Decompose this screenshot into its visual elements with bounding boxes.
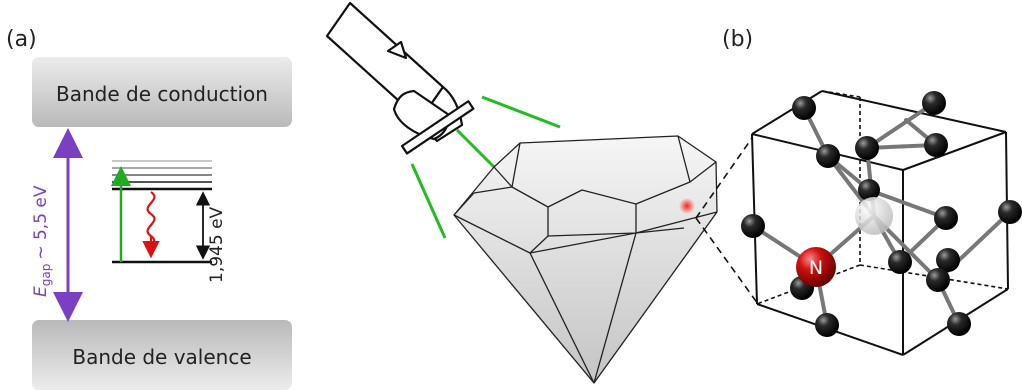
lattice-atoms: N — [741, 91, 1022, 337]
nv-energy-levels — [112, 161, 212, 262]
panel-label-b: (b) — [722, 27, 753, 52]
carbon-atom — [924, 133, 948, 157]
valence-band-label: Bande de valence — [72, 345, 251, 369]
nitrogen-label: N — [809, 257, 823, 279]
conduction-band-label: Bande de conduction — [56, 82, 268, 106]
gap-label: Egap ~ 5,5 eV — [31, 185, 53, 297]
carbon-atom — [926, 268, 950, 292]
carbon-atom — [815, 313, 839, 337]
gap-symbol: E — [31, 286, 51, 297]
nv-spot — [679, 198, 695, 214]
carbon-atom — [816, 144, 840, 168]
carbon-atom — [792, 96, 816, 120]
carbon-atom — [998, 200, 1022, 224]
carbon-atom — [741, 214, 765, 238]
panel-label-a: (a) — [6, 27, 37, 52]
light-beam-3 — [412, 164, 445, 238]
valence-band: Bande de valence — [32, 320, 292, 390]
transition-energy-label: 1,945 eV — [207, 206, 227, 283]
diamond — [454, 136, 717, 383]
vacancy-site — [855, 197, 893, 235]
carbon-atom — [855, 136, 879, 160]
carbon-atom — [934, 206, 958, 230]
gap-subscript: gap — [39, 264, 53, 287]
flashlight-icon — [327, 3, 473, 153]
light-beam-1 — [482, 97, 560, 127]
conduction-band: Bande de conduction — [32, 57, 292, 127]
carbon-atom — [922, 91, 946, 115]
gap-value: ~ 5,5 eV — [31, 185, 51, 260]
carbon-atom — [888, 250, 912, 274]
carbon-atom — [947, 312, 971, 336]
